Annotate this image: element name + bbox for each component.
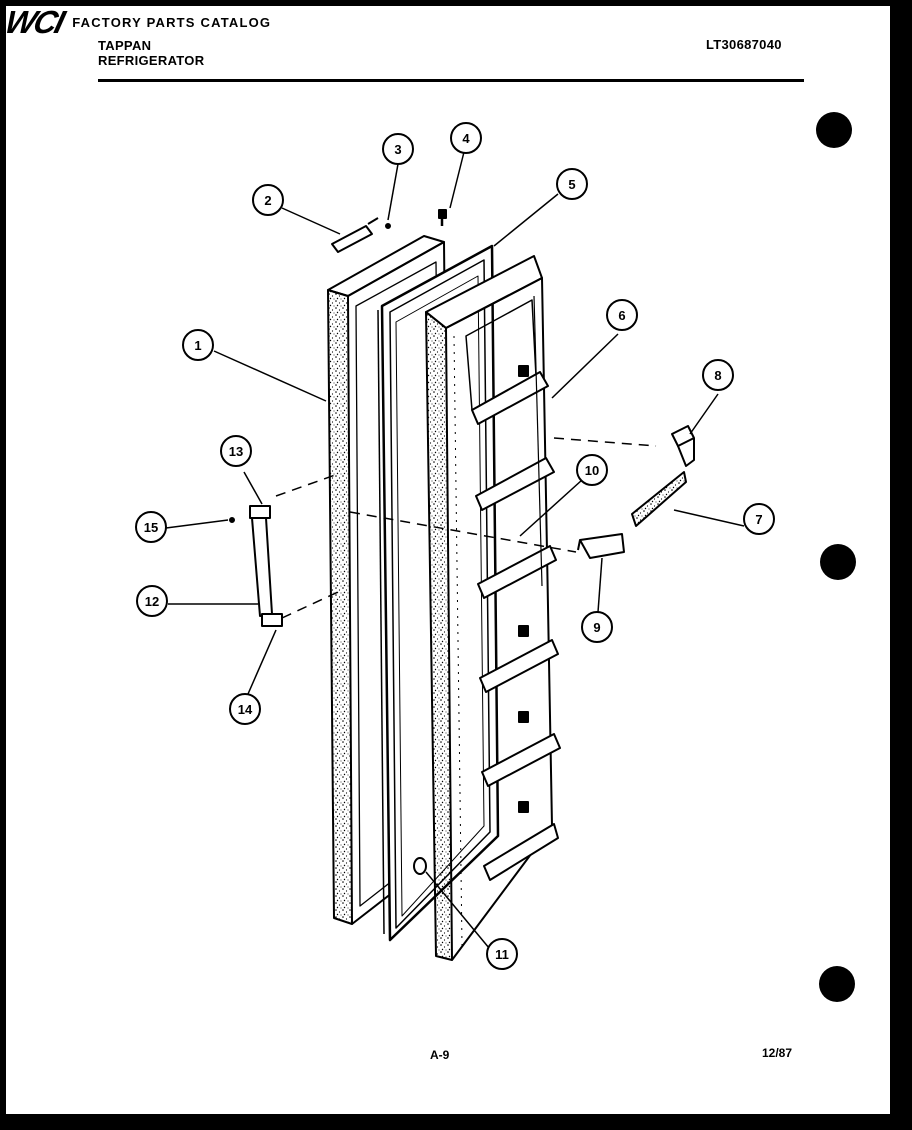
door-exploded-diagram: 1 2 3 4 5 6 7 8 9 10 11 12 13 14 15 [135, 122, 775, 970]
callout-8: 8 [702, 359, 734, 391]
alignment-lines [275, 437, 657, 619]
binder-hole [819, 966, 855, 1002]
page-number: A-9 [430, 1048, 450, 1062]
callout-15: 15 [135, 511, 167, 543]
svg-text:1: 1 [194, 338, 201, 353]
door-handle [229, 505, 283, 627]
catalog-title: FACTORY PARTS CATALOG [72, 14, 272, 30]
callout-4: 4 [450, 122, 482, 154]
svg-text:8: 8 [714, 368, 721, 383]
hinge-pin [367, 217, 391, 229]
svg-text:15: 15 [144, 520, 158, 535]
product-type: REFRIGERATOR [98, 53, 205, 68]
svg-text:14: 14 [238, 702, 253, 717]
svg-text:13: 13 [229, 444, 243, 459]
svg-text:11: 11 [495, 947, 509, 962]
brand-block: TAPPAN REFRIGERATOR [98, 38, 204, 68]
leader-lines [165, 151, 745, 955]
callout-set: 1 2 3 4 5 6 7 8 9 10 11 12 13 14 15 [135, 122, 775, 970]
svg-text:3: 3 [394, 142, 401, 157]
svg-text:2: 2 [264, 193, 271, 208]
shelf-clip-upper [671, 425, 695, 467]
callout-3: 3 [382, 133, 414, 165]
hinge-bushing [331, 225, 373, 253]
binder-hole [820, 544, 856, 580]
catalog-heading: WCI FACTORY PARTS CATALOG [6, 6, 890, 40]
callout-11: 11 [486, 938, 518, 970]
svg-text:9: 9 [593, 620, 600, 635]
svg-text:7: 7 [755, 512, 762, 527]
brand-name: TAPPAN [98, 38, 152, 53]
header-rule [98, 79, 804, 82]
model-number: LT30687040 [706, 37, 782, 52]
callout-9: 9 [581, 611, 613, 643]
callout-13: 13 [220, 435, 252, 467]
shelf-clip-lower [577, 533, 625, 559]
callout-14: 14 [229, 693, 261, 725]
svg-text:5: 5 [568, 177, 575, 192]
svg-text:4: 4 [462, 131, 470, 146]
svg-text:12: 12 [145, 594, 159, 609]
shelf-rail [631, 471, 687, 527]
liner-plug [413, 857, 427, 875]
callout-10: 10 [576, 454, 608, 486]
callout-6: 6 [606, 299, 638, 331]
door-liner [425, 255, 561, 961]
callout-2: 2 [252, 184, 284, 216]
binder-hole [816, 112, 852, 148]
svg-text:10: 10 [585, 463, 599, 478]
svg-text:6: 6 [618, 308, 625, 323]
callout-12: 12 [136, 585, 168, 617]
mounting-screw [438, 209, 447, 226]
callout-1: 1 [182, 329, 214, 361]
callout-5: 5 [556, 168, 588, 200]
callout-7: 7 [743, 503, 775, 535]
catalog-date: 12/87 [762, 1046, 793, 1060]
catalog-page: TAPPAN REFRIGERATOR WCI FACTORY PARTS CA… [6, 6, 890, 1114]
